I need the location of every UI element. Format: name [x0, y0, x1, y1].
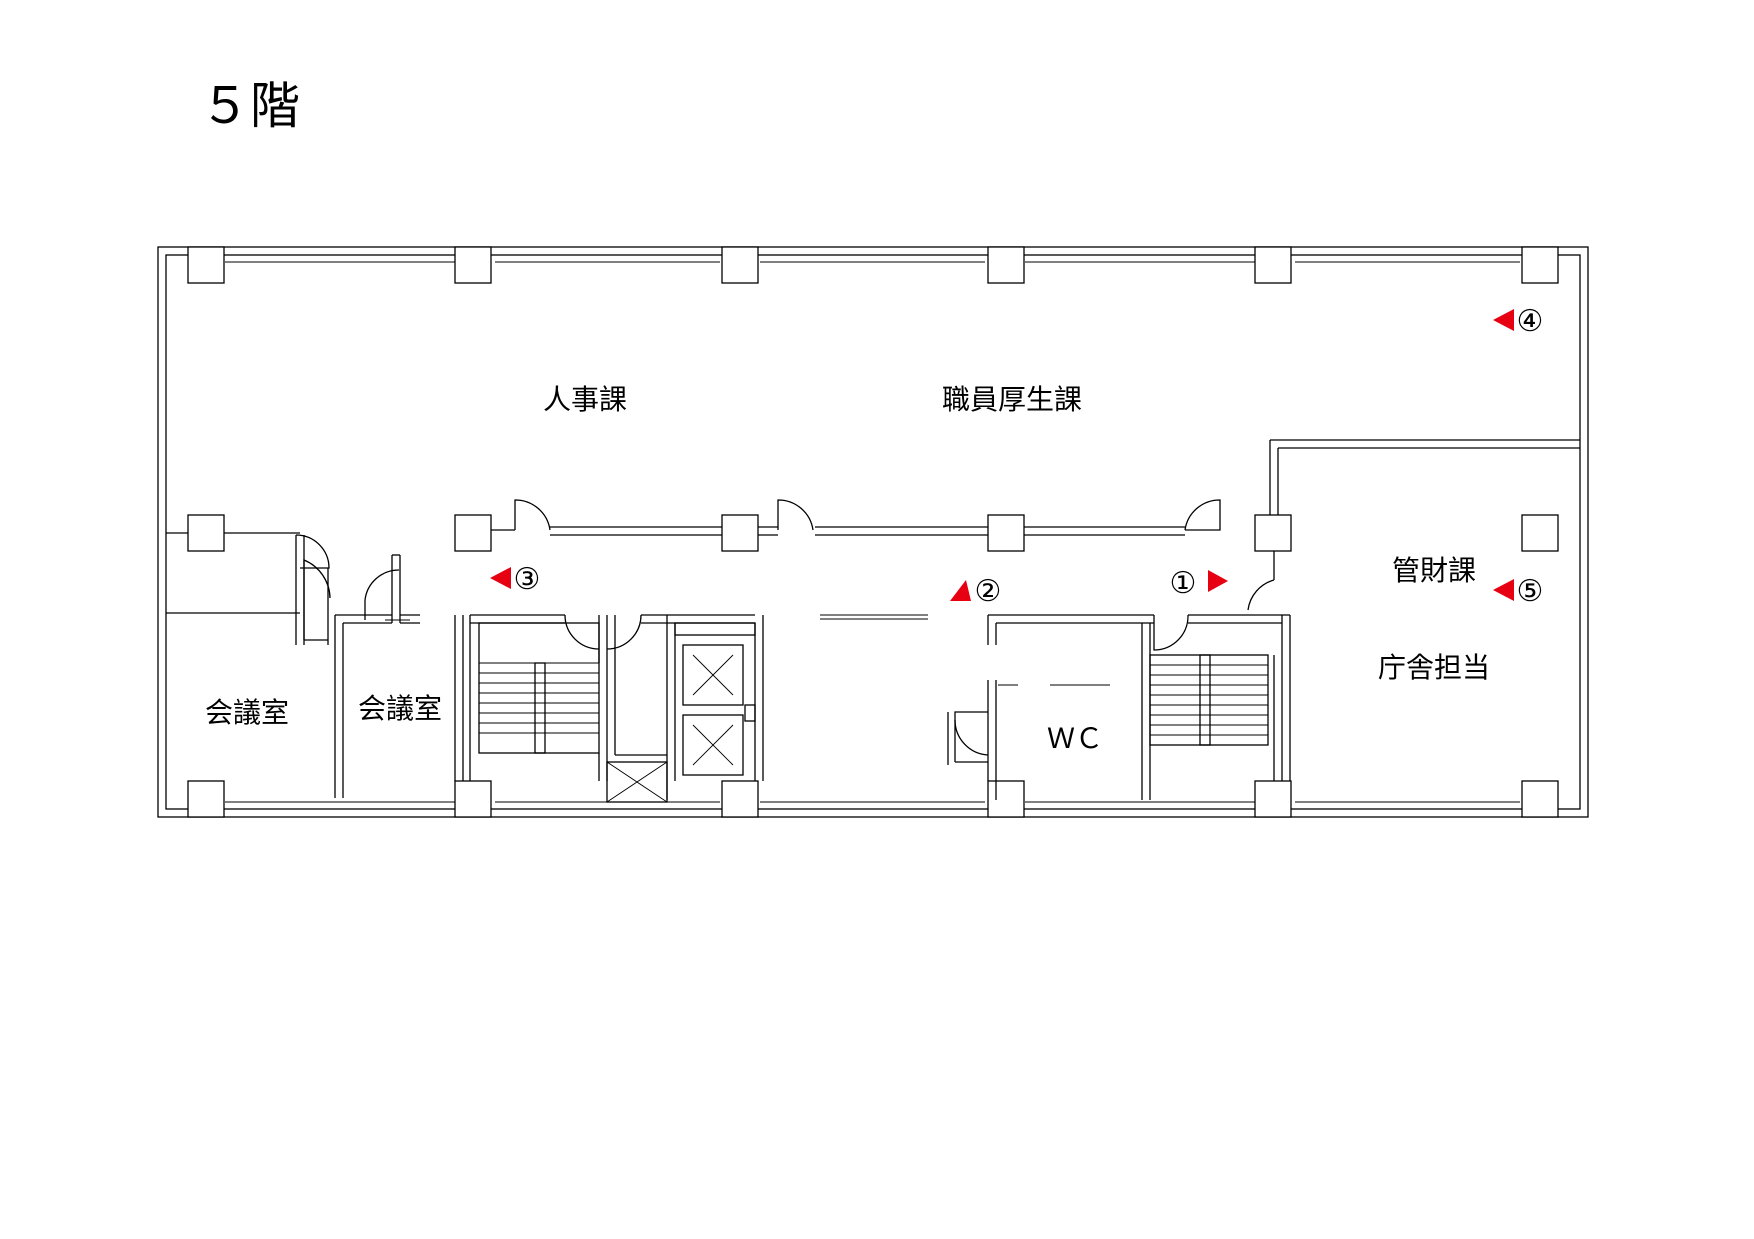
marker-arrow-2: [950, 580, 971, 601]
room-label-kaigi-1: 会議室: [205, 696, 289, 729]
camera-markers: ① ② ③ ④ ⑤: [490, 304, 1543, 609]
marker-label-3: ③: [514, 562, 541, 597]
stair-right: [1149, 614, 1291, 781]
window-lines: [225, 261, 1520, 803]
marker-arrow-1: [1208, 570, 1228, 592]
marker-label-4: ④: [1517, 304, 1544, 339]
room-label-kanzai: 管財課: [1392, 554, 1476, 587]
outer-walls: [157, 246, 1589, 818]
marker-arrow-4: [1493, 309, 1514, 331]
room-label-shokuin: 職員厚生課: [942, 383, 1082, 416]
elevators: [606, 614, 764, 803]
marker-label-2: ②: [975, 574, 1002, 609]
floor-title: ５階: [200, 77, 300, 135]
marker-label-5: ⑤: [1517, 574, 1544, 609]
meeting-rooms: [166, 534, 420, 798]
room-label-jinji: 人事課: [543, 383, 627, 416]
room-label-wc: ＷＣ: [1047, 722, 1103, 755]
center-lines: [820, 614, 928, 620]
office-doors: [514, 499, 1221, 531]
marker-arrow-3: [490, 567, 511, 589]
stair-left: [454, 614, 608, 781]
room-label-kaigi-2: 会議室: [358, 692, 442, 725]
columns: [187, 246, 1559, 818]
marker-arrow-5: [1493, 579, 1514, 601]
corridor-wall: [166, 526, 1185, 536]
kanzai-partition: [1247, 439, 1580, 611]
marker-label-1: ①: [1170, 566, 1197, 601]
wc-block: [947, 614, 1154, 800]
room-label-chosha: 庁舎担当: [1378, 651, 1490, 684]
